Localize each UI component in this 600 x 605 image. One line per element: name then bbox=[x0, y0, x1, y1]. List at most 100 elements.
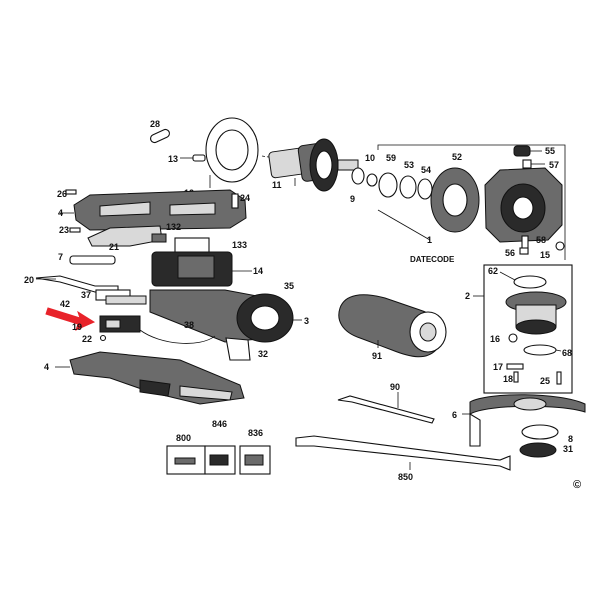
part-15-screw: 15 bbox=[540, 241, 565, 260]
label-846: 846 bbox=[212, 419, 227, 429]
label-25: 25 bbox=[540, 376, 550, 386]
part-32-label: 32 bbox=[225, 337, 268, 361]
label-1: 1 bbox=[427, 235, 432, 245]
part-35-fan: 35 bbox=[284, 281, 294, 291]
part-13-pin: 13 bbox=[168, 154, 206, 164]
part-12-baffle-ring: 12 bbox=[184, 117, 259, 198]
part-38-cable: 38 bbox=[139, 320, 216, 344]
part-3-field-coil: 3 bbox=[149, 289, 309, 343]
label-850: 850 bbox=[398, 472, 413, 482]
part-22-screw: 22 bbox=[82, 334, 107, 344]
label-11: 11 bbox=[272, 180, 282, 190]
label-17: 17 bbox=[493, 362, 503, 372]
part-11-armature: 11 bbox=[261, 138, 359, 192]
part-42-carbon: 42 bbox=[60, 295, 147, 309]
part-4-bottom-housing: 4 bbox=[44, 351, 245, 405]
part-8-flange: 8 bbox=[521, 424, 573, 444]
kit-800: 800 bbox=[166, 433, 206, 475]
label-52: 52 bbox=[452, 152, 462, 162]
label-10: 10 bbox=[365, 153, 375, 163]
part-6-wheel-guard: 6 bbox=[452, 394, 586, 447]
part-gear-case bbox=[484, 167, 563, 243]
label-2: 2 bbox=[465, 291, 470, 301]
label-18: 18 bbox=[503, 374, 513, 384]
part-59-circlip: 59 bbox=[378, 153, 398, 198]
red-arrow-icon bbox=[45, 307, 96, 331]
part-91-side-handle: 91 bbox=[338, 294, 447, 361]
part-2-guard-box: 2 bbox=[465, 264, 573, 394]
part-57-spring: 57 bbox=[522, 159, 559, 170]
label-15: 15 bbox=[540, 250, 550, 260]
label-7: 7 bbox=[58, 252, 63, 262]
label-20: 20 bbox=[24, 275, 34, 285]
label-16: 16 bbox=[490, 334, 500, 344]
part-20-lever: 20 bbox=[24, 275, 119, 293]
part-52-gear: 52 bbox=[430, 152, 480, 233]
datecode-label: DATECODE bbox=[410, 255, 455, 264]
label-21: 21 bbox=[109, 242, 119, 252]
label-22: 22 bbox=[82, 334, 92, 344]
part-7-rod: 7 bbox=[58, 252, 116, 265]
label-58: 58 bbox=[536, 235, 546, 245]
label-91: 91 bbox=[372, 351, 382, 361]
part-23-screw: 23 bbox=[59, 225, 81, 235]
copyright-mark: © bbox=[573, 479, 581, 491]
label-90: 90 bbox=[390, 382, 400, 392]
label-59: 59 bbox=[386, 153, 396, 163]
part-gear-assembly bbox=[505, 291, 567, 335]
part-19-switch: 19 bbox=[72, 315, 141, 333]
part-9-bearing: 9 bbox=[350, 167, 365, 204]
gearhead-bracket bbox=[377, 144, 566, 260]
label-42: 42 bbox=[60, 299, 70, 309]
part-53-washer: 53 bbox=[399, 160, 417, 199]
kit-846: 846 bbox=[204, 419, 236, 475]
kit-836: 836 bbox=[239, 428, 271, 475]
part-31-nut: 31 bbox=[519, 442, 573, 458]
label-24: 24 bbox=[240, 193, 250, 203]
part-10-nut: 10 bbox=[365, 153, 378, 187]
part-132-cable: 132 bbox=[151, 222, 181, 243]
part-850-spanner: 850 bbox=[295, 435, 511, 482]
label-31: 31 bbox=[563, 444, 573, 454]
part-55-spindle-lock: 55 bbox=[513, 145, 555, 157]
part-56-screw: 56 bbox=[505, 247, 529, 258]
label-53: 53 bbox=[404, 160, 414, 170]
part-18-pin: 18 bbox=[503, 371, 519, 384]
part-16-lever: 16 bbox=[490, 333, 518, 344]
label-57: 57 bbox=[549, 160, 559, 170]
label-9: 9 bbox=[350, 194, 355, 204]
part-14-motor-housing: 14 bbox=[151, 251, 263, 287]
label-32: 32 bbox=[258, 349, 268, 359]
label-26: 26 bbox=[57, 189, 67, 199]
label-133: 133 bbox=[232, 240, 247, 250]
label-800: 800 bbox=[176, 433, 191, 443]
label-836: 836 bbox=[248, 428, 263, 438]
label-62: 62 bbox=[488, 266, 498, 276]
label-19: 19 bbox=[72, 322, 82, 332]
part-4-top-housing: 4 bbox=[58, 189, 247, 231]
part-24-screw: 24 bbox=[231, 193, 250, 209]
part-54-washer: 54 bbox=[417, 165, 433, 200]
label-132: 132 bbox=[166, 222, 181, 232]
part-26-screw: 26 bbox=[57, 189, 77, 199]
label-6: 6 bbox=[452, 410, 457, 420]
label-4-top: 4 bbox=[58, 208, 63, 218]
label-38: 38 bbox=[184, 320, 194, 330]
label-37: 37 bbox=[81, 290, 91, 300]
label-14: 14 bbox=[253, 266, 263, 276]
label-23: 23 bbox=[59, 225, 69, 235]
part-133-pcb: 133 bbox=[174, 237, 247, 255]
label-55: 55 bbox=[545, 146, 555, 156]
part-62-flange: 62 bbox=[488, 266, 547, 289]
label-68: 68 bbox=[562, 348, 572, 358]
part-28-brush: 28 bbox=[150, 119, 170, 144]
part-17-pin: 17 bbox=[493, 362, 524, 372]
label-35: 35 bbox=[284, 281, 294, 291]
label-8: 8 bbox=[568, 434, 573, 444]
label-3: 3 bbox=[304, 316, 309, 326]
label-4-bottom: 4 bbox=[44, 362, 49, 372]
part-25-screw: 25 bbox=[540, 371, 562, 386]
label-13: 13 bbox=[168, 154, 178, 164]
